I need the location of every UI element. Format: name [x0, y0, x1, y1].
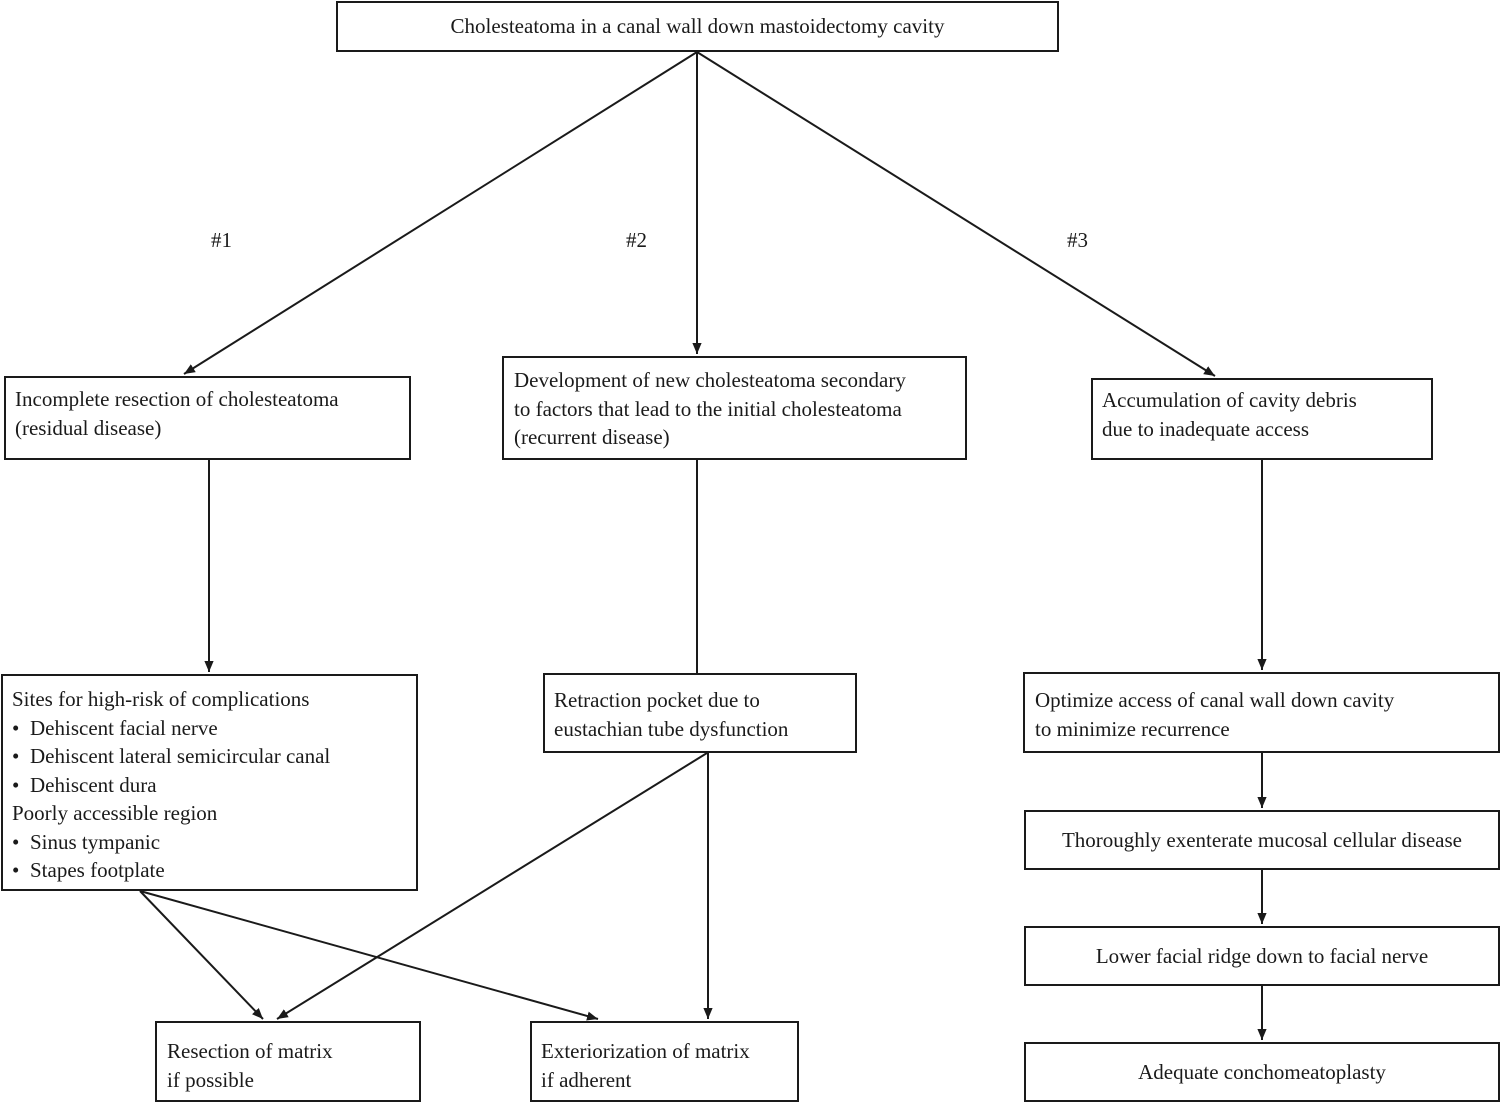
poorly-accessible-heading: Poorly accessible region	[12, 801, 218, 825]
exteriorization-of-matrix-box: Exteriorization of matrix if adherent	[530, 1021, 799, 1102]
optimize-access-line-2: to minimize recurrence	[1035, 716, 1230, 741]
site-lateral-semicircular-canal: Dehiscent lateral semicircular canal	[30, 744, 331, 768]
resection-line-1: Resection of matrix	[167, 1039, 333, 1063]
high-risk-sites-heading: Sites for high-risk of complications	[12, 687, 310, 711]
resection-line-2: if possible	[167, 1067, 254, 1092]
high-risk-sites-box: Sites for high-risk of complications •De…	[1, 674, 418, 891]
site-stapes-footplate: Stapes footplate	[30, 858, 165, 882]
retraction-pocket-line-1: Retraction pocket due to	[554, 688, 760, 712]
branch-label-2: #2	[626, 228, 647, 252]
arrow-root-to-branch1	[183, 51, 698, 375]
resection-of-matrix-box: Resection of matrix if possible	[155, 1021, 421, 1102]
exteriorization-line-2: if adherent	[541, 1067, 632, 1092]
retraction-pocket-line-2: eustachian tube dysfunction	[554, 716, 789, 741]
exteriorization-line-1: Exteriorization of matrix	[541, 1039, 750, 1063]
lower-facial-ridge-box: Lower facial ridge down to facial nerve	[1024, 926, 1500, 986]
root-text: Cholesteatoma in a canal wall down masto…	[450, 14, 945, 39]
bullet-item: •Dehiscent lateral semicircular canal	[12, 744, 331, 768]
recurrent-disease-line-1: Development of new cholesteatoma seconda…	[514, 368, 906, 392]
arrow-sites-to-resection	[139, 890, 264, 1020]
conchomeatoplasty-box: Adequate conchomeatoplasty	[1024, 1042, 1500, 1102]
residual-disease-line-1: Incomplete resection of cholesteatoma	[15, 387, 339, 411]
exenterate-text: Thoroughly exenterate mucosal cellular d…	[1061, 827, 1462, 852]
branch-label-1: #1	[211, 228, 232, 252]
arrow-pocket-to-resection	[276, 752, 708, 1020]
optimize-access-box: Optimize access of canal wall down cavit…	[1023, 672, 1500, 753]
cavity-debris-box: Accumulation of cavity debris due to ina…	[1091, 378, 1433, 460]
branch-label-3: #3	[1067, 228, 1088, 252]
recurrent-disease-line-2: to factors that lead to the initial chol…	[514, 396, 902, 421]
recurrent-disease-box: Development of new cholesteatoma seconda…	[502, 356, 967, 460]
site-dura: Dehiscent dura	[30, 772, 157, 797]
cavity-debris-line-2: due to inadequate access	[1102, 416, 1309, 441]
arrow-root-to-branch3	[696, 51, 1216, 377]
bullet-item: •Dehiscent dura	[12, 772, 157, 797]
site-sinus-tympanic: Sinus tympanic	[30, 829, 161, 854]
residual-disease-box: Incomplete resection of cholesteatoma (r…	[4, 376, 411, 460]
site-facial-nerve: Dehiscent facial nerve	[30, 715, 218, 740]
bullet-item: •Stapes footplate	[12, 858, 165, 882]
root-box: Cholesteatoma in a canal wall down masto…	[336, 1, 1059, 52]
bullet-item: •Dehiscent facial nerve	[12, 715, 218, 740]
retraction-pocket-box: Retraction pocket due to eustachian tube…	[543, 673, 857, 753]
conchomeatoplasty-text: Adequate conchomeatoplasty	[1138, 1059, 1386, 1084]
cavity-debris-line-1: Accumulation of cavity debris	[1102, 388, 1357, 412]
arrow-sites-to-exteriorization	[139, 890, 599, 1021]
bullet-item: •Sinus tympanic	[12, 829, 161, 854]
optimize-access-line-1: Optimize access of canal wall down cavit…	[1035, 688, 1395, 712]
lower-facial-ridge-text: Lower facial ridge down to facial nerve	[1095, 943, 1429, 968]
residual-disease-line-2: (residual disease)	[15, 415, 162, 440]
exenterate-box: Thoroughly exenterate mucosal cellular d…	[1024, 810, 1500, 870]
recurrent-disease-line-3: (recurrent disease)	[514, 425, 670, 449]
